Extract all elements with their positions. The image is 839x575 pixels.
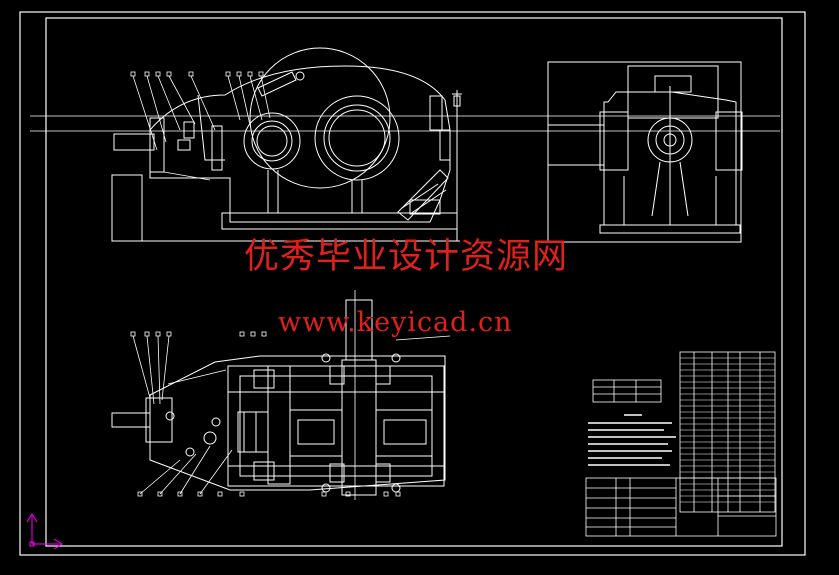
title-block [585, 477, 777, 537]
top-view-callouts [130, 331, 451, 497]
top-section-view [111, 299, 446, 496]
front-view-callouts [130, 71, 271, 181]
ucs-axis-icon [26, 513, 63, 550]
parts-list [679, 351, 776, 513]
drawing-frame [19, 11, 806, 556]
technical-requirements [588, 414, 676, 466]
front-view [111, 47, 462, 242]
watermark-title: 优秀毕业设计资源网 [244, 237, 569, 277]
watermark-url: www.keyicad.cn [278, 307, 513, 338]
center-lines [30, 115, 780, 500]
side-view [547, 61, 743, 243]
spec-table [592, 379, 662, 403]
